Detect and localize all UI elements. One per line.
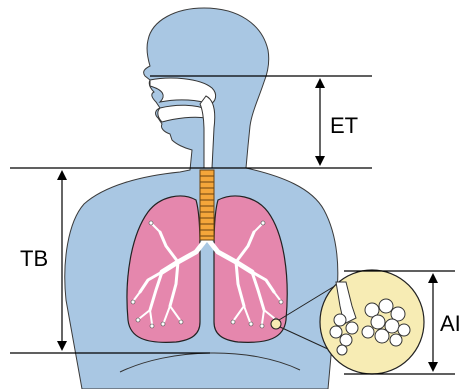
label-ai: AI (440, 311, 461, 336)
trachea (200, 170, 214, 240)
label-et: ET (330, 113, 358, 138)
label-tb: TB (20, 246, 48, 271)
inset-source-marker (271, 319, 281, 329)
alveolar-inset (320, 270, 424, 374)
